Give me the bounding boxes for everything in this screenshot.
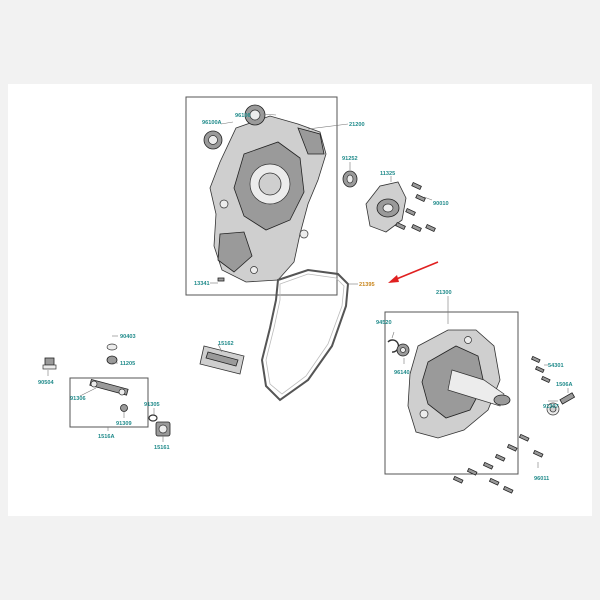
label-21300: 21300 xyxy=(436,290,452,296)
gasket-11205 xyxy=(106,355,118,365)
label-96100a: 96100A xyxy=(202,120,222,126)
pump-shaft-91306 xyxy=(89,378,129,396)
gasket-21395 xyxy=(260,268,350,402)
label-13341: 13341 xyxy=(194,281,210,287)
bolts-90010 xyxy=(395,181,436,233)
label-90010: 90010 xyxy=(433,201,449,207)
oil-seal-91252 xyxy=(342,170,358,188)
exploded-parts-diagram: 21200 96106 96100A 91252 11325 90010 133… xyxy=(38,96,576,494)
parts-diagram-sheet: 21200 96106 96100A 91252 11325 90010 133… xyxy=(8,84,592,516)
oil-strainer-15162 xyxy=(199,345,245,375)
group-box-21300 xyxy=(384,311,519,475)
label-90504: 90504 xyxy=(38,380,54,386)
bearing-96106 xyxy=(244,104,266,126)
label-21200: 21200 xyxy=(349,122,365,128)
label-91307: 91307 xyxy=(543,404,559,410)
plug-1506a xyxy=(546,392,576,416)
pin-13341 xyxy=(217,277,225,282)
group-box-21200 xyxy=(185,96,338,296)
cap-15161 xyxy=(155,421,171,437)
label-1516a: 1516A xyxy=(98,434,114,440)
leader-lines xyxy=(47,113,569,468)
oring-91305 xyxy=(148,414,158,422)
bolts-54301 xyxy=(530,355,551,384)
circlip-94520 xyxy=(387,339,400,353)
label-96011: 96011 xyxy=(534,476,549,482)
bolt-90504 xyxy=(42,357,57,370)
label-11325: 11325 xyxy=(380,171,395,177)
crankcase-cover-21200 xyxy=(209,115,327,283)
label-94520: 94520 xyxy=(376,320,392,326)
label-91309: 91309 xyxy=(116,421,132,427)
bearing-96100a xyxy=(203,130,223,150)
washer-90403 xyxy=(106,343,118,351)
label-96140: 96140 xyxy=(394,370,410,376)
label-91306: 91306 xyxy=(70,396,86,402)
label-15161: 15161 xyxy=(154,445,170,451)
label-96106: 96106 xyxy=(235,113,251,119)
generator-cover-21300 xyxy=(407,329,511,439)
label-91305: 91305 xyxy=(144,402,160,408)
bearing-96140 xyxy=(396,343,410,357)
label-11205: 11205 xyxy=(120,361,135,367)
label-15162: 15162 xyxy=(218,341,234,347)
label-1506a: 1506A xyxy=(556,382,572,388)
label-90403: 90403 xyxy=(120,334,136,340)
bolts-96011 xyxy=(452,433,544,494)
label-54301: 54301 xyxy=(548,363,564,369)
oring-91309 xyxy=(120,404,128,412)
label-91252: 91252 xyxy=(342,156,358,162)
group-box-1516a xyxy=(69,377,149,428)
label-21395: 21395 xyxy=(359,282,375,288)
highlight-arrow xyxy=(388,261,439,283)
cover-cap-11325 xyxy=(365,181,407,233)
